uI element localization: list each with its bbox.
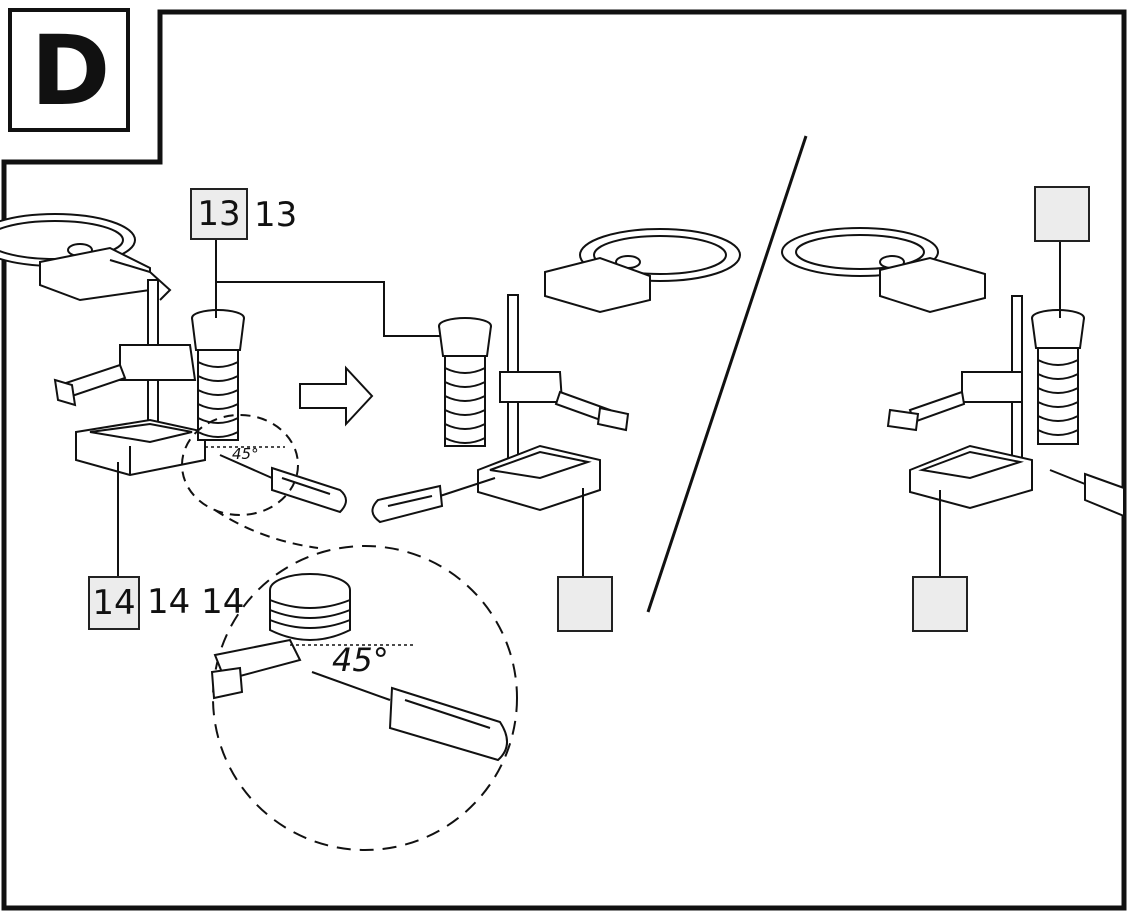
part-14-label-box: 14 (88, 576, 140, 630)
empty-label-box-middle (557, 576, 613, 632)
left-spring-sleeve (191, 309, 245, 441)
arrow-right (299, 365, 374, 427)
divider-line (646, 135, 808, 613)
step-letter: D (30, 15, 111, 127)
zoom-connector (214, 509, 319, 549)
right-stand (781, 227, 1033, 510)
angle-label-small: 45° (232, 445, 259, 463)
empty-label-box-bottom-right (912, 576, 968, 632)
middle-stand (477, 228, 741, 512)
middle-spring-sleeve (438, 317, 492, 447)
middle-screwdriver (371, 477, 496, 524)
left-stand (0, 213, 206, 477)
part-13-label-box: 13 (190, 188, 248, 240)
angle-label-large: 45° (332, 641, 389, 679)
step-tab-frame (8, 8, 130, 132)
right-screwdriver (1049, 469, 1125, 518)
outer-frame (1, 9, 1127, 911)
zoom-circle-large (212, 545, 518, 851)
part-13-label-text: 13 (254, 195, 298, 235)
left-screwdriver (219, 454, 347, 514)
right-spring-sleeve (1031, 309, 1085, 445)
part-14-label-text: 14 14 (147, 582, 245, 622)
leader-13-to-middle (216, 281, 448, 337)
zoom-detail (210, 573, 508, 762)
empty-label-box-top-right (1034, 186, 1090, 242)
zoom-circle-small (181, 414, 299, 516)
